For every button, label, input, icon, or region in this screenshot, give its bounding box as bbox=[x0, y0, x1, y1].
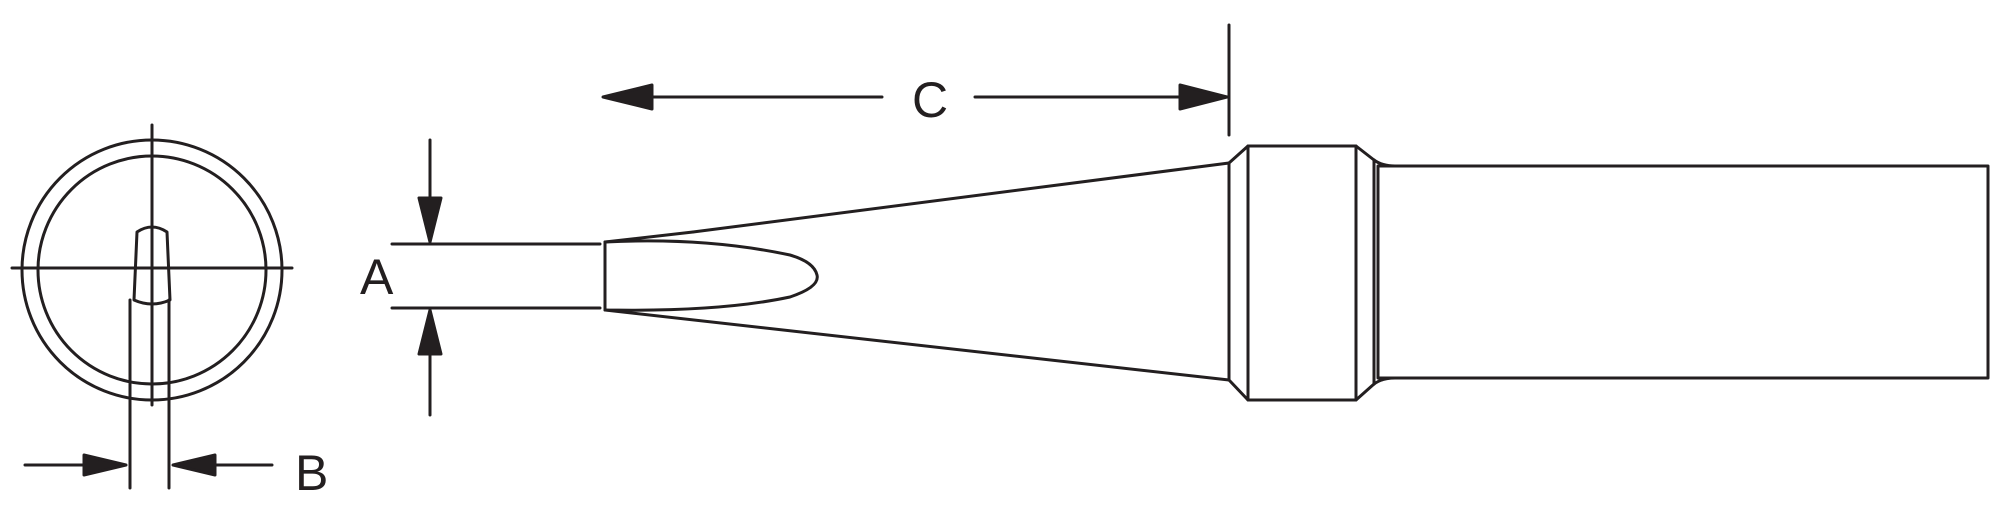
tip-shank bbox=[1376, 164, 1990, 380]
dimension-c: C bbox=[601, 23, 1231, 137]
tip-working-end bbox=[603, 239, 819, 312]
side-view bbox=[603, 144, 1990, 402]
dimension-b-label: B bbox=[295, 445, 328, 501]
end-view bbox=[10, 123, 294, 490]
dimension-a-label: A bbox=[360, 249, 394, 305]
dimension-a-bottom-arrow bbox=[417, 308, 443, 356]
collar-bottom-bevel bbox=[1227, 378, 1376, 402]
dimension-a-top-arrow bbox=[417, 196, 443, 244]
tip-upper-chisel-edge bbox=[603, 230, 695, 244]
dimension-a: A bbox=[360, 138, 602, 417]
dimension-b: B bbox=[23, 445, 328, 501]
tip-taper-upper-edge bbox=[691, 161, 1231, 234]
dimension-c-right-arrow bbox=[1178, 83, 1229, 111]
dimension-b-left-arrow bbox=[82, 453, 128, 477]
tip-taper-lower-edge bbox=[603, 308, 1231, 382]
dimension-c-left-arrow bbox=[601, 83, 654, 111]
dimension-b-right-arrow bbox=[171, 453, 217, 477]
collar-top-bevel bbox=[1227, 144, 1376, 165]
dimension-c-label: C bbox=[912, 72, 948, 128]
